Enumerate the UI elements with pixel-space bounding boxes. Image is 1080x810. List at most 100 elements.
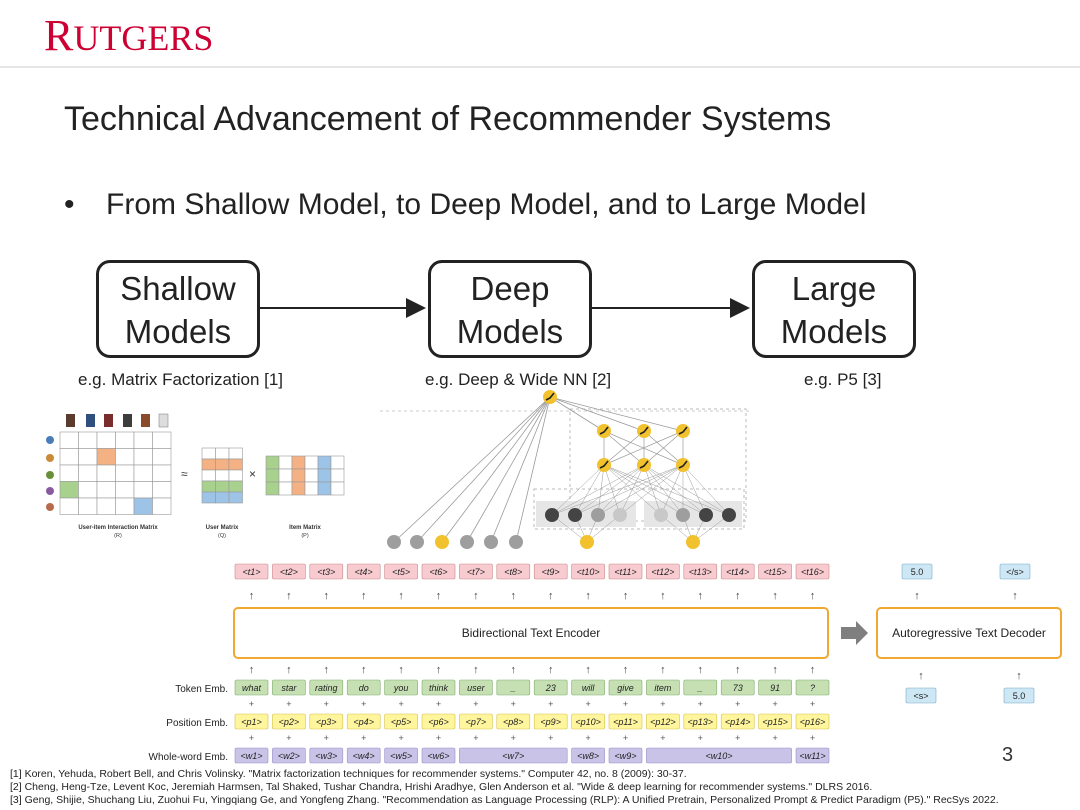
position-emb-text: <p2> <box>279 717 300 727</box>
matrix-cell <box>215 447 230 460</box>
plus-symbol: + <box>361 699 366 709</box>
network-edge <box>643 430 684 466</box>
matrix-cell <box>304 455 319 470</box>
plus-symbol: + <box>735 733 740 743</box>
position-emb-box <box>421 713 456 730</box>
output-token-text: <t10> <box>577 567 600 577</box>
stage-line1: Shallow <box>120 270 236 307</box>
output-token-box <box>309 563 344 580</box>
matrix-cell <box>304 468 319 483</box>
wholeword-emb-text: <w5> <box>390 751 412 761</box>
output-token-box <box>720 563 755 580</box>
position-emb-text: <p9> <box>540 717 561 727</box>
network-edge <box>551 464 645 516</box>
network-edge <box>441 396 551 543</box>
matrix-cell <box>59 497 79 515</box>
token-emb-text: ? <box>810 683 815 693</box>
position-emb-text: <p10> <box>575 717 601 727</box>
wholeword-emb-text: <w1> <box>240 751 262 761</box>
decoder-label: Autoregressive Text Decoder <box>892 626 1046 640</box>
wholeword-emb-box <box>571 747 605 764</box>
plus-row-2: ++++++++++++++++ <box>249 733 815 743</box>
item-matrix-label: Item Matrix <box>289 525 321 531</box>
rutgers-logo: RUTGERS <box>44 10 213 61</box>
matrix-cell <box>265 468 280 483</box>
matrix-cell <box>78 464 98 482</box>
output-token-box <box>272 563 306 580</box>
plus-symbol: + <box>698 733 703 743</box>
matrix-cell <box>304 481 319 496</box>
user-avatar-icon <box>46 471 54 479</box>
position-emb-box <box>234 713 269 730</box>
output-arrows: ↑↑↑↑↑↑↑↑↑↑↑↑↑↑↑↑ <box>249 590 816 602</box>
network-edge <box>603 430 684 466</box>
user-avatar-column <box>46 436 54 511</box>
input-arrows: ↑↑↑↑↑↑↑↑↑↑↑↑↑↑↑↑ <box>249 664 816 676</box>
output-token-text: <t1> <box>242 567 260 577</box>
plus-symbol: + <box>398 699 403 709</box>
network-edge <box>597 464 605 516</box>
output-token-box <box>646 563 680 580</box>
position-emb-row: <p1><p2><p3><p4><p5><p6><p7><p8><p9><p10… <box>234 713 830 730</box>
matrix-cell <box>152 481 172 499</box>
up-arrow-icon: ↑ <box>249 590 255 602</box>
wholeword-emb-box <box>421 747 456 764</box>
output-token-box <box>683 563 718 580</box>
position-emb-box <box>646 713 680 730</box>
user-avatar-icon <box>46 436 54 444</box>
times-symbol: × <box>249 467 256 481</box>
plus-symbol: + <box>436 733 441 743</box>
network-edge <box>643 464 730 516</box>
wholeword-emb-text: <w4> <box>353 751 375 761</box>
slide-title: Technical Advancement of Recommender Sys… <box>64 100 832 138</box>
position-emb-box <box>720 713 755 730</box>
deep-wide-network-figure <box>380 390 750 549</box>
network-nodes <box>387 390 736 549</box>
matrix-cell <box>115 431 135 449</box>
up-arrow-icon: ↑ <box>585 590 591 602</box>
user-avatar-icon <box>46 487 54 495</box>
token-emb-text: user <box>467 683 486 693</box>
network-edge <box>643 464 684 516</box>
matrix-cell <box>59 448 79 466</box>
token-emb-text: think <box>429 683 449 693</box>
network-edge <box>551 464 605 516</box>
token-emb-box <box>720 679 755 696</box>
matrix-cell <box>201 491 216 504</box>
output-token-box <box>384 563 418 580</box>
item-matrix-grid <box>265 455 345 496</box>
matrix-cell <box>228 491 243 504</box>
relu-glyph <box>678 460 688 469</box>
position-emb-text: <p13> <box>688 717 714 727</box>
network-edge <box>643 464 662 516</box>
matrix-cell <box>215 480 230 493</box>
token-emb-box <box>421 679 456 696</box>
up-arrow-icon: ↑ <box>698 590 704 602</box>
token-emb-box <box>608 679 643 696</box>
output-token-text: <t2> <box>280 567 298 577</box>
logo-initial: R <box>44 11 74 60</box>
sparse-feature-node <box>435 535 449 549</box>
plus-symbol: + <box>810 733 815 743</box>
token-emb-text: you <box>393 683 409 693</box>
decoder-output-text: 5.0 <box>911 567 924 577</box>
up-arrow-icon: ↑ <box>511 664 517 676</box>
wholeword-emb-text: <w8> <box>577 751 599 761</box>
matrix-cell <box>278 455 293 470</box>
page-number: 3 <box>1002 744 1014 766</box>
output-token-box <box>421 563 456 580</box>
up-arrow-icon: ↑ <box>623 664 629 676</box>
embedding-frame <box>533 488 745 530</box>
relu-glyph <box>678 426 688 435</box>
plus-symbol: + <box>772 699 777 709</box>
up-arrow-icon: ↑ <box>436 664 442 676</box>
network-edge <box>490 396 551 543</box>
embedding-node <box>699 508 713 522</box>
matrix-cell <box>215 458 230 471</box>
user-matrix-label: User Matrix <box>206 525 239 531</box>
matrix-cell <box>78 481 98 499</box>
up-arrow-icon: ↑ <box>1012 590 1018 602</box>
